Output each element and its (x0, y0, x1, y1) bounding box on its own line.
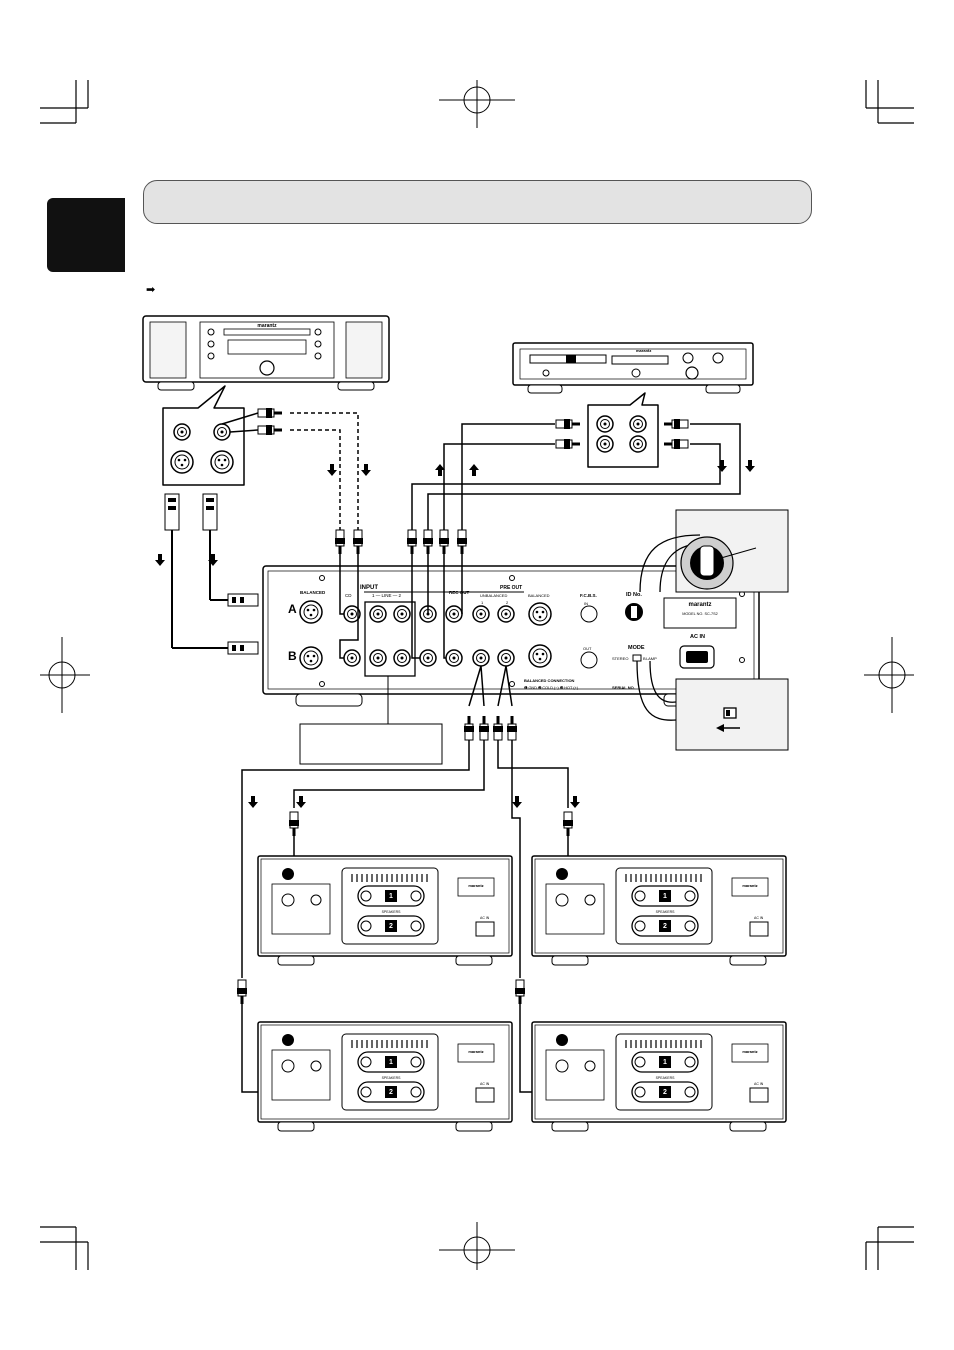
preamp-input-label: INPUT (360, 585, 378, 591)
recorder-io-callout (587, 392, 659, 468)
amp-ac-in: AC IN (480, 1082, 490, 1086)
recorder: marantz (512, 342, 754, 394)
reference-note: ➡ (146, 284, 155, 296)
preamp-mode-biamp: BI-AMP (643, 656, 657, 661)
preamp-balanced-out-label: BALANCED (528, 593, 550, 598)
cd-player: marantz (142, 315, 390, 391)
amp-speakers-label: SPEAKERS (382, 910, 402, 914)
preamp-serial: SERIAL NO. (612, 685, 635, 690)
preamp-fcbs-out: OUT (583, 646, 592, 651)
cd-rca-plugs (257, 407, 364, 555)
amp-brand: marantz (742, 1049, 757, 1054)
preamp-id-label: ID No. (626, 592, 642, 598)
amp-ac-in: AC IN (480, 916, 490, 920)
registration-marks (40, 80, 914, 1270)
svg-text:1: 1 (389, 1059, 393, 1066)
amp-speakers-label: SPEAKERS (656, 910, 676, 914)
recorder-cables (411, 423, 741, 530)
preamp-unbalanced-label: UNBALANCED (480, 593, 507, 598)
svg-text:1: 1 (663, 1059, 667, 1066)
preamp-balanced-connection: BALANCED CONNECTION (524, 678, 575, 683)
preamp-input-b: B (288, 649, 297, 663)
preamp-brand: marantz (688, 602, 711, 608)
cd-brand: marantz (257, 323, 277, 329)
preamp-mode-stereo: STEREO (612, 656, 628, 661)
amp-brand: marantz (742, 883, 757, 888)
arrow-right-icon: ➡ (146, 284, 156, 296)
power-amp-3: marantz SPEAKERS AC IN (257, 1021, 513, 1132)
power-amp-2: marantz SPEAKERS AC IN (531, 855, 787, 966)
preamp-out-2: 2 (506, 600, 509, 605)
svg-text:1: 1 (663, 893, 667, 900)
power-amp-1: marantz SPEAKERS AC IN (257, 855, 513, 966)
svg-text:2: 2 (663, 923, 667, 930)
section-title-bar (143, 180, 812, 224)
amp-speakers-label: SPEAKERS (382, 1076, 402, 1080)
cd-output-callout (162, 385, 245, 486)
svg-text:1: 1 (389, 893, 393, 900)
svg-text:2: 2 (663, 1089, 667, 1096)
preamp-model: MODEL NO. SC-7S2 (682, 612, 718, 616)
preamp-pin-legend: ❶ GND ❷ COLD (−) ❸ HOT (+) (524, 686, 579, 690)
preamp-fcbs-label: F.C.B.S. (580, 593, 597, 598)
preamp-line-label: 1 — LINE — 2 (372, 593, 402, 598)
preamp-ac-in: AC IN (690, 634, 705, 640)
power-amp-4: marantz SPEAKERS AC IN (531, 1021, 787, 1132)
svg-text:2: 2 (389, 923, 393, 930)
speaker-terminal-labels: 1 2 1 2 1 2 1 2 (389, 893, 667, 1096)
amp-brand: marantz (468, 1049, 483, 1054)
amp-brand: marantz (468, 883, 483, 888)
preamp-fcbs-in: IN (584, 601, 588, 606)
section-tab (47, 198, 125, 272)
preamp-mode-label: MODE (628, 645, 645, 651)
mode-switch-callout (636, 660, 789, 751)
preamp-rear-panel: INPUT 1 — LINE — 2 CD BALANCED REC OUT P… (262, 565, 760, 707)
recorder-brand: marantz (636, 348, 651, 353)
preamp-rec-out-label: REC OUT (449, 590, 470, 595)
crop-marks (40, 80, 914, 1270)
preamp-out-1: 1 (481, 600, 484, 605)
pre-out-plugs (463, 715, 518, 741)
amp-speakers-label: SPEAKERS (656, 1076, 676, 1080)
preamp-cd-label: CD (345, 593, 352, 598)
line-input-callout (299, 676, 443, 765)
amp-ac-in: AC IN (754, 1082, 764, 1086)
xlr-cables (171, 530, 230, 649)
svg-text:2: 2 (389, 1089, 393, 1096)
xlr-plugs (164, 493, 259, 655)
cd-to-preamp-leads (339, 554, 463, 659)
preamp-pre-out-label: PRE OUT (500, 585, 522, 591)
cd-rca-cables (221, 412, 359, 530)
amp-ac-in: AC IN (754, 916, 764, 920)
preamp-input-a: A (288, 602, 297, 616)
id-switch-callout (639, 509, 789, 593)
preamp-balanced-label: BALANCED (300, 590, 326, 595)
